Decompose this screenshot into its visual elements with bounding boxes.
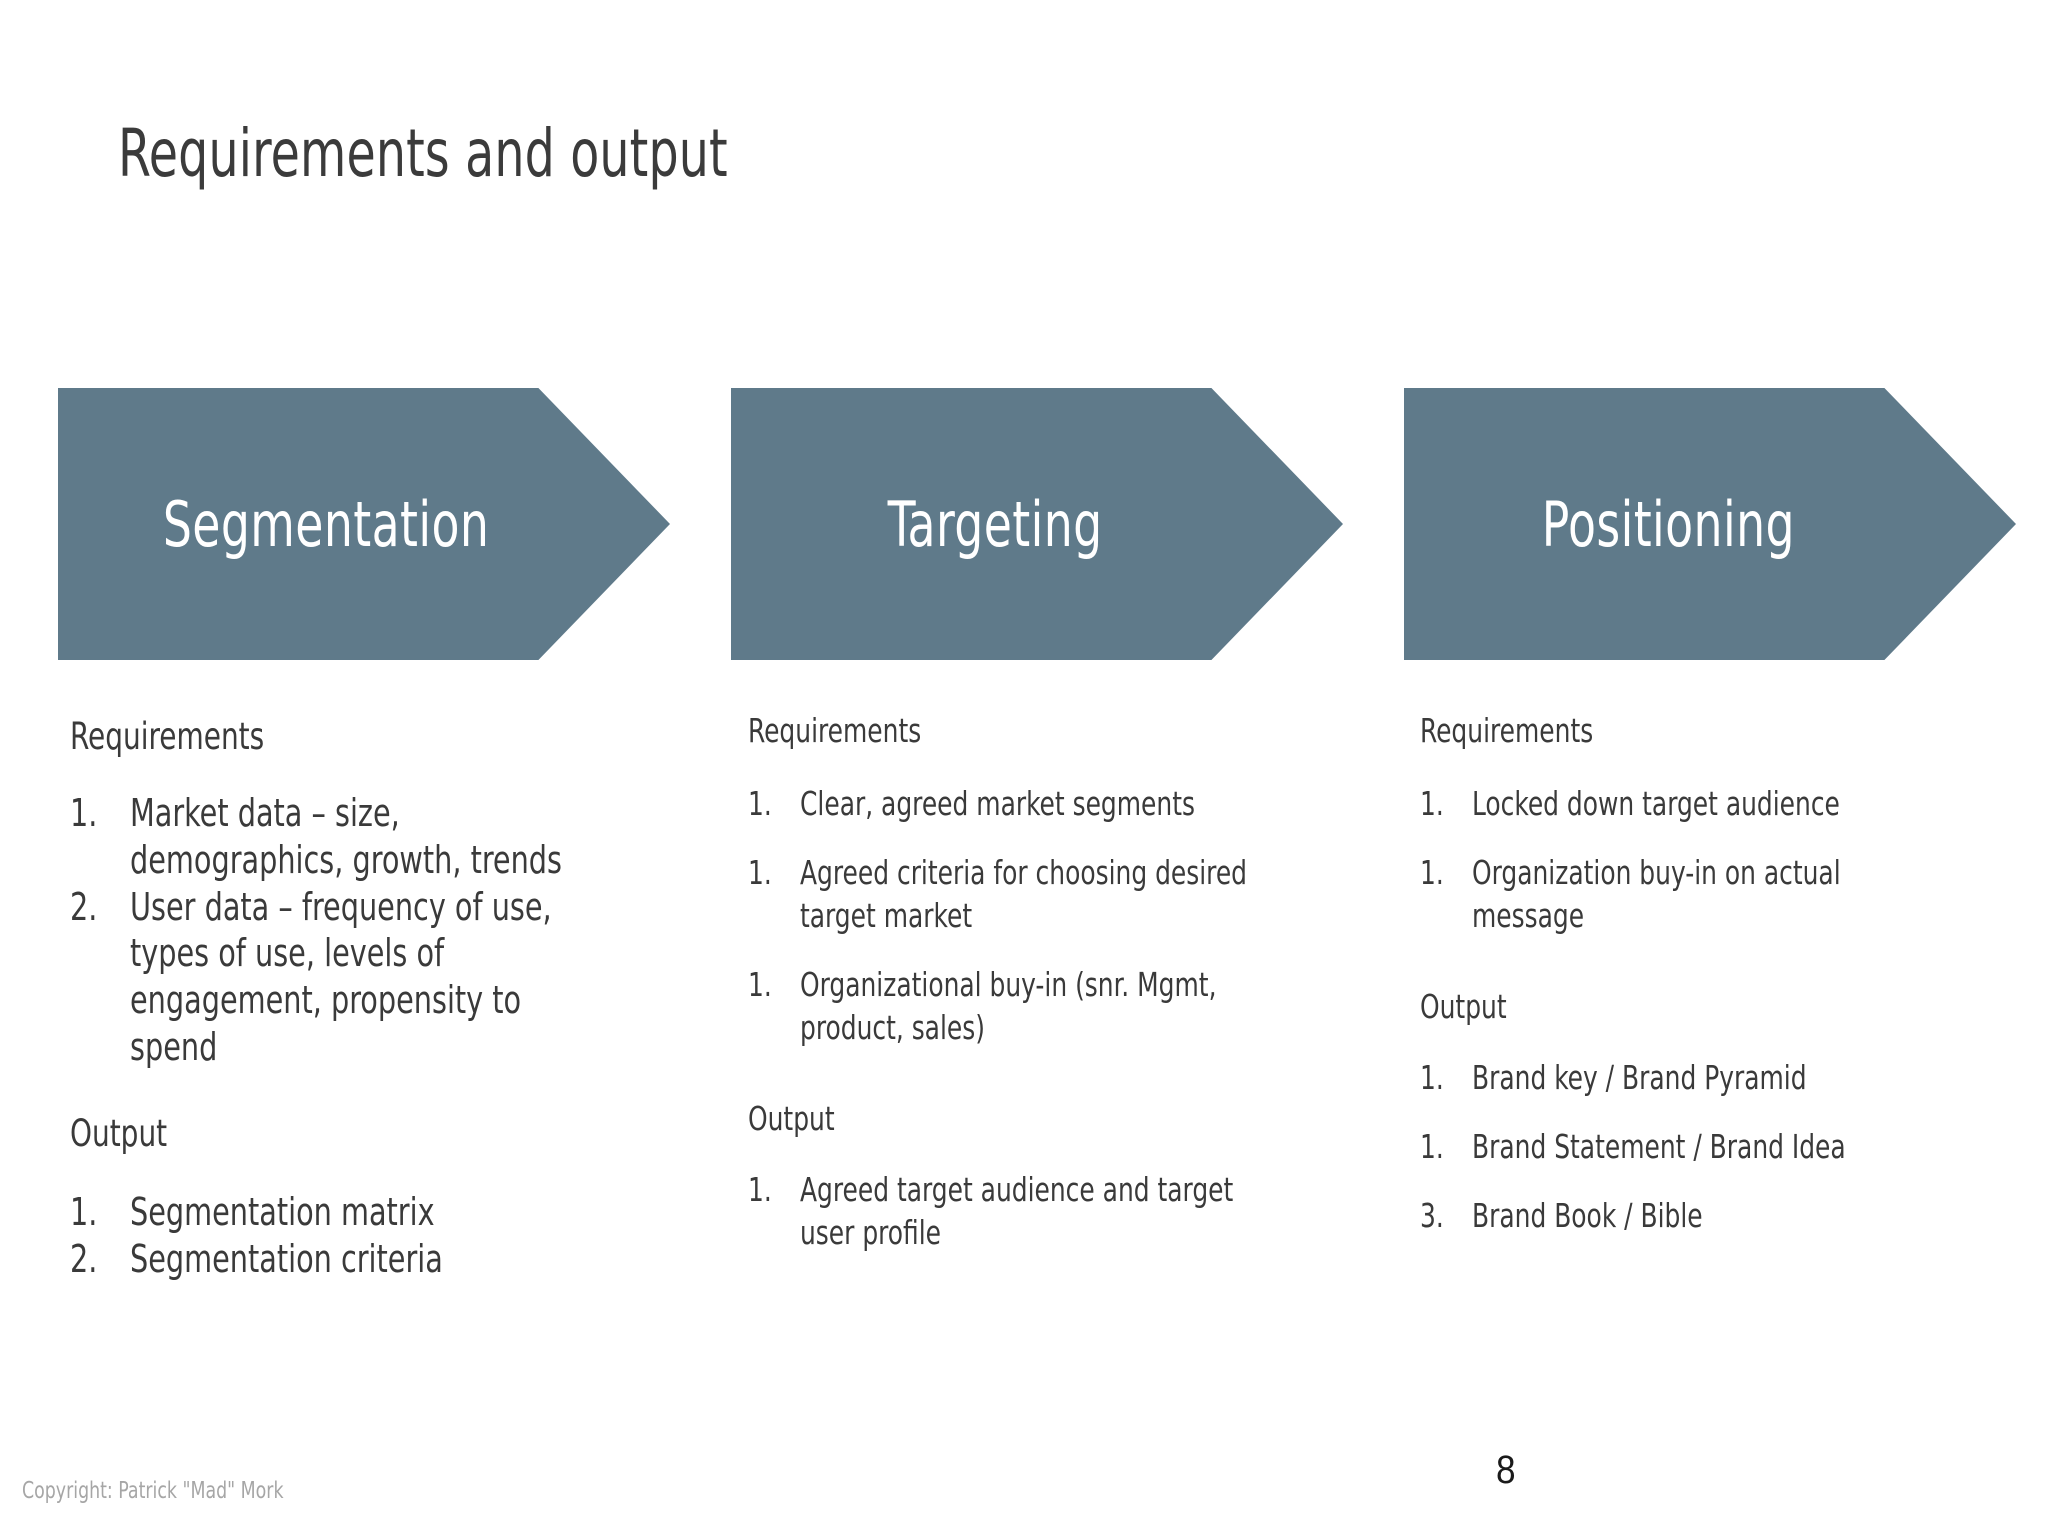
list-marker: 1. [70, 791, 98, 836]
list-text: Brand Statement / Brand Idea [1472, 1127, 1846, 1167]
requirements-heading: Requirements [748, 711, 922, 750]
spacer [1420, 751, 2040, 783]
output-list: 1. Segmentation matrix 2. Segmentation c… [70, 1189, 680, 1282]
copyright-footer: Copyright: Patrick "Mad" Mork [22, 1478, 284, 1504]
list-marker: 3. [1420, 1195, 1444, 1235]
list-marker: 1. [1420, 784, 1444, 824]
spacer [70, 1157, 680, 1189]
list-marker: 1. [748, 964, 772, 1004]
stage-arrow-row: Segmentation Targeting Positioning [0, 388, 2048, 660]
output-list: 1. Agreed target audience and target use… [748, 1169, 1368, 1255]
spacer [748, 1139, 1368, 1169]
list-item: 1. Brand key / Brand Pyramid [1420, 1057, 2040, 1100]
requirements-heading: Requirements [70, 715, 265, 758]
stage-details-positioning: Requirements 1. Locked down target audie… [1420, 710, 2040, 1264]
list-text: Market data – size, demographics, growth… [130, 791, 562, 882]
list-text: Segmentation criteria [130, 1236, 443, 1281]
list-text: Brand key / Brand Pyramid [1472, 1058, 1807, 1098]
stage-arrow-label: Segmentation [162, 487, 490, 561]
list-item: 1. Segmentation matrix [70, 1189, 680, 1236]
page-number: 8 [1496, 1448, 1516, 1492]
list-marker: 1. [748, 1169, 772, 1209]
list-text: Organizational buy-in (snr. Mgmt, produc… [800, 964, 1217, 1047]
requirements-heading: Requirements [1420, 711, 1594, 750]
list-marker: 2. [70, 1236, 98, 1281]
list-item: 1. Organization buy-in on actual message [1420, 852, 2040, 938]
list-text: Agreed criteria for choosing desired tar… [800, 853, 1248, 936]
list-item: 1. Agreed target audience and target use… [748, 1169, 1368, 1255]
page-title: Requirements and output [118, 115, 728, 192]
stage-details-segmentation: Requirements 1. Market data – size, demo… [70, 714, 680, 1282]
list-marker: 1. [70, 1189, 98, 1234]
list-text: Locked down target audience [1472, 784, 1840, 824]
output-heading: Output [1420, 986, 1507, 1026]
output-heading: Output [70, 1111, 168, 1155]
list-marker: 1. [748, 784, 772, 824]
list-item: 1. Agreed criteria for choosing desired … [748, 852, 1368, 938]
stage-arrow-label: Targeting [887, 487, 1103, 561]
list-marker: 1. [748, 853, 772, 893]
list-text: Clear, agreed market segments [800, 784, 1195, 824]
list-item: 1. Brand Statement / Brand Idea [1420, 1126, 2040, 1169]
list-item: 1. Clear, agreed market segments [748, 783, 1368, 826]
list-item: 2. User data – frequency of use, types o… [70, 884, 680, 1071]
list-item: 1. Organizational buy-in (snr. Mgmt, pro… [748, 964, 1368, 1050]
list-item: 3. Brand Book / Bible [1420, 1195, 2040, 1238]
requirements-list: 1. Locked down target audience 1. Organi… [1420, 783, 2040, 938]
requirements-list: 1. Market data – size, demographics, gro… [70, 790, 680, 1070]
output-heading: Output [748, 1098, 835, 1138]
list-marker: 1. [1420, 853, 1444, 893]
spacer [1420, 964, 2040, 986]
list-marker: 1. [1420, 1058, 1444, 1098]
stage-details-targeting: Requirements 1. Clear, agreed market seg… [748, 710, 1368, 1281]
stage-arrow-segmentation[interactable]: Segmentation [58, 388, 670, 660]
list-text: Agreed target audience and target user p… [800, 1169, 1234, 1252]
spacer [70, 760, 680, 790]
stage-arrow-targeting[interactable]: Targeting [731, 388, 1343, 660]
list-item: 1. Locked down target audience [1420, 783, 2040, 826]
spacer [748, 1076, 1368, 1098]
list-text: Segmentation matrix [130, 1189, 435, 1234]
spacer [70, 1071, 680, 1111]
requirements-list: 1. Clear, agreed market segments 1. Agre… [748, 783, 1368, 1049]
list-marker: 2. [70, 884, 98, 929]
stage-arrow-label: Positioning [1541, 487, 1795, 561]
output-list: 1. Brand key / Brand Pyramid 1. Brand St… [1420, 1057, 2040, 1238]
list-text: Organization buy-in on actual message [1472, 853, 1841, 936]
list-item: 2. Segmentation criteria [70, 1236, 680, 1283]
list-text: User data – frequency of use, types of u… [130, 884, 552, 1069]
stage-arrow-positioning[interactable]: Positioning [1404, 388, 2016, 660]
list-item: 1. Market data – size, demographics, gro… [70, 790, 680, 883]
list-text: Brand Book / Bible [1472, 1195, 1703, 1235]
spacer [748, 751, 1368, 783]
spacer [1420, 1027, 2040, 1057]
list-marker: 1. [1420, 1127, 1444, 1167]
